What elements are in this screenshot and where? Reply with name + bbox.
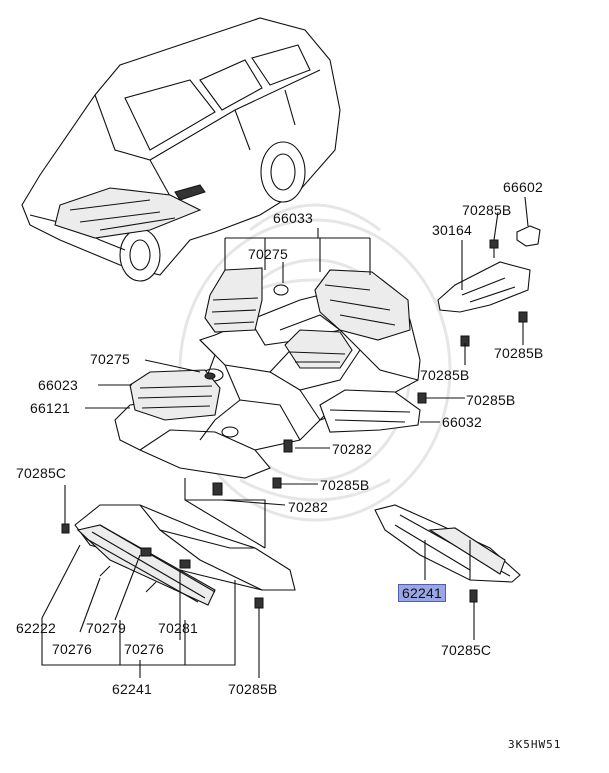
vehicle-outline	[21, 17, 341, 282]
label-62222[interactable]: 62222	[16, 620, 56, 636]
label-70281[interactable]: 70281	[158, 620, 198, 636]
label-70285B-right1[interactable]: 70285B	[494, 345, 544, 361]
label-70282-lower[interactable]: 70282	[288, 499, 328, 515]
diagram-code: 3K5HW51	[508, 738, 562, 751]
label-70276-b[interactable]: 70276	[124, 641, 164, 657]
part-66033	[204, 267, 411, 369]
bolt-70285B-top	[489, 239, 499, 258]
label-66121[interactable]: 66121	[30, 400, 70, 416]
label-66023[interactable]: 66023	[38, 377, 78, 393]
label-62241-highlighted[interactable]: 62241	[398, 584, 446, 602]
label-62241-bottom[interactable]: 62241	[112, 681, 152, 697]
skid-plate-left	[74, 504, 296, 606]
label-70285B-center[interactable]: 70285B	[320, 477, 370, 493]
part-66032	[319, 389, 421, 433]
label-66602[interactable]: 66602	[503, 179, 543, 195]
fasteners	[61, 284, 528, 609]
label-70285B-mid[interactable]: 70285B	[420, 367, 470, 383]
label-66032[interactable]: 66032	[442, 414, 482, 430]
label-70285B-right2[interactable]: 70285B	[466, 392, 516, 408]
part-66602	[516, 225, 541, 247]
leader-lines	[41, 196, 529, 678]
part-30164	[437, 261, 531, 313]
label-70285C-right[interactable]: 70285C	[441, 642, 492, 658]
label-70275-top[interactable]: 70275	[248, 246, 288, 262]
part-66023	[129, 369, 221, 421]
label-70276-a[interactable]: 70276	[52, 641, 92, 657]
label-66033[interactable]: 66033	[273, 210, 313, 226]
label-70285B-top[interactable]: 70285B	[462, 202, 512, 218]
label-70275-left[interactable]: 70275	[90, 351, 130, 367]
label-70282-upper[interactable]: 70282	[332, 441, 372, 457]
label-70285C-left[interactable]: 70285C	[16, 465, 67, 481]
skid-plate-right	[374, 504, 521, 583]
label-70279[interactable]: 70279	[86, 620, 126, 636]
label-70285B-bottom[interactable]: 70285B	[228, 681, 278, 697]
label-30164[interactable]: 30164	[432, 222, 472, 238]
